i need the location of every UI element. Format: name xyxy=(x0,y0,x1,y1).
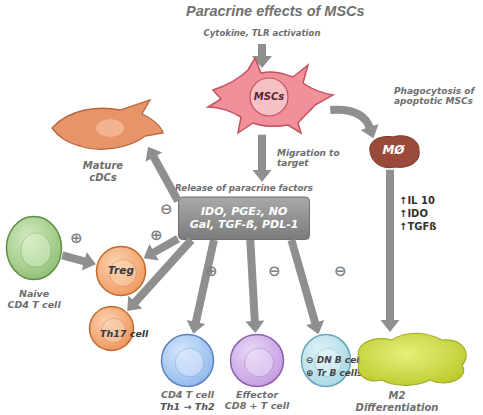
arrow-head xyxy=(361,124,379,138)
cell-nucleus xyxy=(244,348,273,377)
connector-arrow xyxy=(187,240,214,334)
cell-membrane xyxy=(231,335,284,387)
arrow-shaft xyxy=(153,156,178,201)
m2-membrane xyxy=(358,333,466,385)
diagram-title: Paracrine effects of MSCs xyxy=(186,3,365,20)
macrophage-cell: MØ xyxy=(365,133,422,170)
box-heading: Release of paracrine factors xyxy=(175,183,313,193)
arrow-head xyxy=(306,320,324,334)
cd8-t-cell: Effector CD8 + T cell xyxy=(229,333,285,388)
cell-membrane xyxy=(162,335,214,387)
cell-label: M2 Differentiation xyxy=(352,390,442,413)
cell-label: MSCs xyxy=(249,91,289,103)
cell-label: Naive CD4 T cell xyxy=(7,289,61,311)
b-cell: ⊖ DN B cells⊕ Tr B cells xyxy=(300,333,352,388)
msc-cell: MSCs xyxy=(203,55,335,135)
cytokine-label: ↑IL 10 xyxy=(399,195,435,207)
effect-sign: ⊖ xyxy=(160,202,173,217)
arrow-shaft xyxy=(291,240,315,324)
connector-arrow xyxy=(381,170,400,332)
cell-label: Treg xyxy=(95,264,147,276)
effect-sign: ⊖ xyxy=(334,264,347,279)
edge-label: Phagocytosis of apoptotic MSCs xyxy=(394,86,477,107)
effect-sign: ⊕ xyxy=(205,264,218,279)
factor-box: Release of paracrine factorsIDO, PGE₂, N… xyxy=(178,182,310,240)
arrow-head xyxy=(381,320,400,332)
factor-box-rect xyxy=(179,197,310,240)
edge-label: Migration to target xyxy=(277,148,343,169)
arrow-head xyxy=(127,296,142,311)
arrow-head xyxy=(146,147,163,162)
cell-label: Effector CD8 + T cell xyxy=(224,390,290,412)
treg-cell: Treg xyxy=(95,245,147,297)
cd4-t-cell: CD4 T cellTh1 → Th2 xyxy=(160,333,215,388)
cdc-membrane xyxy=(52,100,163,149)
cytokine-label: ↑TGFß xyxy=(399,221,436,233)
effect-sign: ⊖ xyxy=(268,264,281,279)
th17-cell: Th17 cell xyxy=(88,305,135,352)
naive-t-cell: Naive CD4 T cell xyxy=(5,215,63,281)
arrow-head xyxy=(144,244,159,261)
cdc-nucleus xyxy=(96,119,124,137)
arrow-shaft xyxy=(196,240,214,323)
cell-nucleus xyxy=(21,233,51,268)
connector-arrow xyxy=(330,110,378,139)
stimulus-label: Cytokine, TLR activation xyxy=(204,29,321,39)
arrow-shaft xyxy=(250,240,255,322)
arrow-shaft xyxy=(134,240,191,303)
connector-arrow xyxy=(245,240,264,333)
arrow-head xyxy=(253,170,272,182)
connector-arrow xyxy=(291,240,324,334)
cell-body xyxy=(5,215,63,281)
cell-label: MØ xyxy=(365,144,422,158)
connector-arrow xyxy=(146,147,178,201)
cell-label: ⊕ Tr B cells xyxy=(306,368,362,378)
arrow-head xyxy=(82,252,96,270)
arrow-head xyxy=(187,320,206,334)
connector-arrow xyxy=(62,252,96,270)
cell-label: Th17 cell xyxy=(100,329,148,340)
m2-cell: M2 Differentiation xyxy=(352,330,470,388)
dendritic-cell: Mature cDCs xyxy=(50,98,165,155)
arrow-shaft xyxy=(258,135,266,171)
arrow-head xyxy=(245,321,264,334)
cell-membrane xyxy=(7,217,62,280)
cell-body xyxy=(229,333,285,388)
connector-arrow xyxy=(127,240,191,311)
cdc-shape xyxy=(50,98,165,155)
cell-body xyxy=(160,333,215,388)
msc-nucleus xyxy=(250,78,288,116)
arrow-shaft xyxy=(386,170,394,321)
m2-shape xyxy=(352,330,470,388)
factor-list: IDO, PGE₂, NO Gal, TGF-ß, PDL-1 xyxy=(188,206,300,231)
cytokine-label: ↑IDO xyxy=(399,208,428,220)
effect-sign: ⊕ xyxy=(150,228,163,243)
msc-membrane xyxy=(208,58,333,133)
cell-label: CD4 T cell xyxy=(155,390,220,401)
cell-label: Mature cDCs xyxy=(81,160,125,183)
connector-arrow xyxy=(253,135,272,182)
effect-sign: ⊕ xyxy=(70,231,83,246)
arrow-shaft xyxy=(62,255,85,261)
cell-note: Th1 → Th2 xyxy=(155,402,220,413)
cell-nucleus xyxy=(175,348,204,377)
arrow-shaft xyxy=(330,110,370,128)
